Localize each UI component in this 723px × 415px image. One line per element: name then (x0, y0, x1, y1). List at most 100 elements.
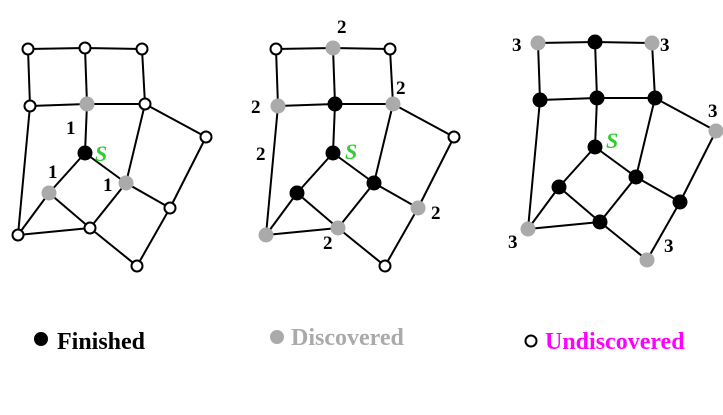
node-i-undiscovered (447, 130, 461, 144)
node-j-finished (672, 194, 688, 210)
distance-label: 3 (512, 35, 522, 56)
edge-l-g (17, 192, 50, 236)
edge-f-i (392, 103, 455, 138)
node-k-undiscovered (83, 221, 97, 235)
edge-a-d (27, 48, 31, 107)
node-m-discovered (639, 252, 655, 268)
node-i-discovered (708, 123, 723, 139)
edge-b-c (84, 47, 143, 50)
edge-h-k (89, 182, 127, 229)
node-h-discovered (118, 175, 134, 191)
edge-k-m (337, 227, 386, 267)
node-a-undiscovered (21, 42, 35, 56)
edge-d-e (277, 103, 336, 107)
edge-c-f (389, 48, 394, 105)
edge-l-k (527, 221, 601, 230)
edge-e-s (332, 103, 336, 154)
node-d-finished (532, 92, 548, 108)
edge-h-k (599, 176, 637, 223)
edge-f-h (635, 97, 656, 178)
edge-j-m (136, 207, 171, 267)
node-s-finished (325, 145, 341, 161)
node-c-undiscovered (383, 42, 397, 56)
edge-i-j (169, 136, 207, 209)
edge-j-m (384, 207, 419, 267)
edge-a-b (537, 41, 596, 44)
edge-d-l (265, 105, 279, 236)
edge-s-g (558, 146, 596, 188)
node-m-undiscovered (130, 259, 144, 273)
edge-a-d (275, 48, 279, 107)
node-f-undiscovered (138, 97, 152, 111)
distance-label: 1 (48, 162, 58, 183)
edge-h-j (373, 182, 419, 209)
edge-f-i (144, 103, 207, 138)
legend-finished-marker (34, 332, 48, 346)
distance-label: 2 (251, 97, 261, 118)
edge-k-m (599, 221, 648, 261)
node-k-finished (592, 214, 608, 230)
edge-c-f (141, 48, 146, 105)
edge-l-g (527, 186, 560, 230)
source-label: S (95, 141, 107, 166)
edge-s-h (332, 152, 375, 184)
node-s-finished (77, 145, 93, 161)
distance-label: 2 (323, 233, 333, 254)
distance-label: 1 (66, 118, 76, 139)
legend-undiscovered-marker (524, 334, 538, 348)
node-l-undiscovered (11, 228, 25, 242)
distance-label: 1 (103, 175, 113, 196)
node-f-finished (647, 90, 663, 106)
edge-h-j (125, 182, 171, 209)
edge-b-e (84, 47, 88, 105)
node-f-discovered (385, 96, 401, 112)
node-b-undiscovered (78, 41, 92, 55)
edge-c-f (651, 42, 656, 99)
legend: Finished Discovered Undiscovered (34, 325, 685, 355)
edge-g-k (558, 186, 601, 223)
edge-h-j (635, 176, 681, 203)
node-e-discovered (79, 96, 95, 112)
edge-f-h (373, 103, 394, 184)
edge-i-j (417, 136, 455, 209)
node-b-discovered (325, 40, 341, 56)
distance-label: 2 (431, 203, 441, 224)
distance-label: 2 (396, 78, 406, 99)
edge-j-m (646, 201, 681, 261)
node-g-finished (289, 185, 305, 201)
edge-s-g (48, 152, 86, 194)
edge-i-j (679, 130, 717, 203)
legend-undiscovered-label: Undiscovered (545, 329, 685, 355)
node-d-discovered (270, 98, 286, 114)
edge-s-h (594, 146, 637, 178)
edge-a-b (27, 47, 86, 50)
edge-e-s (594, 97, 598, 148)
edge-h-k (337, 182, 375, 229)
edge-g-k (48, 192, 91, 229)
distance-label: 3 (660, 35, 670, 56)
node-k-discovered (330, 220, 346, 236)
node-a-discovered (530, 35, 546, 51)
node-c-undiscovered (135, 42, 149, 56)
node-h-finished (628, 169, 644, 185)
distance-label: 2 (256, 144, 266, 165)
edge-d-l (527, 99, 541, 230)
edge-b-c (594, 41, 653, 44)
distance-label: 3 (664, 236, 674, 257)
edge-f-i (654, 97, 717, 132)
edge-s-h (84, 152, 127, 184)
edge-b-e (332, 47, 336, 105)
node-l-discovered (258, 227, 274, 243)
node-j-undiscovered (163, 201, 177, 215)
edge-l-g (265, 192, 298, 236)
node-l-discovered (520, 221, 536, 237)
node-j-discovered (410, 200, 426, 216)
node-s-finished (587, 139, 603, 155)
node-e-finished (589, 90, 605, 106)
edge-l-k (17, 227, 91, 236)
node-d-undiscovered (23, 99, 37, 113)
edge-s-g (296, 152, 334, 194)
